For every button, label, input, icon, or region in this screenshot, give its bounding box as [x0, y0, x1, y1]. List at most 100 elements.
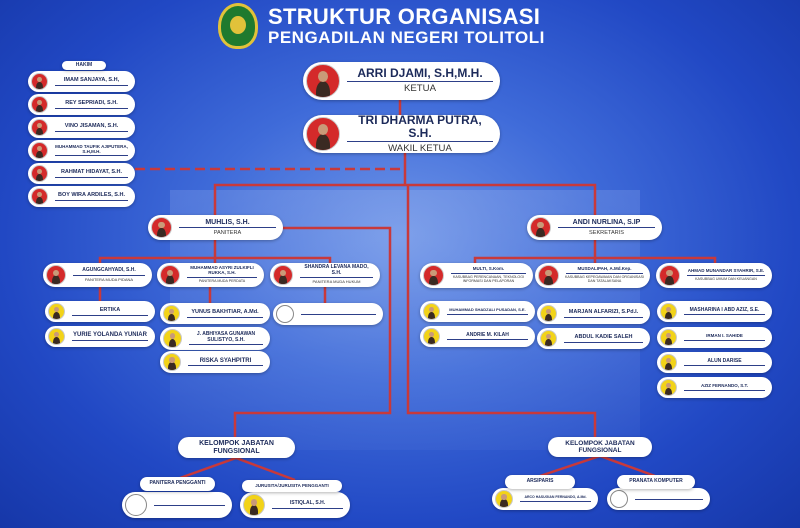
jurusita-card: ISTIQLAL, S.H.: [240, 492, 350, 518]
person-name: J. ABHIYASA GUNAWAN SULISTYO, S.H.: [189, 331, 263, 345]
hakim-card: VINO JISAMAN, S.H.: [28, 117, 135, 138]
position-title: KASUBBAG KEPEGAWAIAN DAN ORGANISASI DAN …: [564, 275, 644, 283]
panitera-pengganti-card: [122, 492, 232, 518]
person-name: ERTIKA: [72, 307, 148, 316]
person-name: BOY WIRA ARDILES, S.H.: [55, 192, 128, 201]
wakil-ketua-card: TRI DHARMA PUTRA, S.H.WAKIL KETUA: [303, 115, 500, 153]
person-photo-icon: [160, 265, 180, 285]
arsiparis-card: ARCO HASUGIAN FERNANDO, A.Md.: [492, 488, 598, 510]
position-title: KASUBBAG PERENCANAAN, TEKNOLOGI INFORMAS…: [452, 275, 525, 283]
person-name: VINO JISAMAN, S.H.: [55, 123, 128, 132]
pranata-komputer-card: [607, 488, 710, 510]
person-photo-icon: [306, 64, 340, 98]
hakim-card: RAHMAT HIDAYAT, S.H.: [28, 163, 135, 184]
person-photo-icon: [31, 96, 48, 113]
person-photo-icon: [48, 328, 65, 345]
person-photo-icon: [31, 142, 48, 159]
person-photo-icon: [660, 354, 677, 371]
hakim-card: IMAM SANJAYA, S.H,: [28, 71, 135, 92]
person-name: ISTIQLAL, S.H.: [272, 501, 343, 509]
person-name: MUHAMMAD SHADZALI PUSADAN, S.E.: [447, 307, 528, 315]
page-subtitle: PENGADILAN NEGERI TOLITOLI: [268, 28, 545, 47]
position-title: PANITERA: [213, 230, 242, 237]
person-photo-icon: [31, 119, 48, 136]
staff-card: YURIE YOLANDA YUNIAR: [45, 326, 155, 347]
person-name: ABDUL KADIE SALEH: [564, 334, 643, 343]
person-name: YUNUS BAKHTIAR, A.Md.: [187, 309, 263, 318]
person-photo-icon: [273, 265, 293, 285]
person-name: AZIZ FERNANDO, S.T.: [684, 383, 765, 391]
jabatan-fungsional-label-right: KELOMPOK JABATAN FUNGSIONAL: [548, 437, 652, 457]
staff-card: YUNUS BAKHTIAR, A.Md.: [160, 303, 270, 324]
person-name: RAHMAT HIDAYAT, S.H.: [55, 169, 128, 178]
vacant-card: [273, 303, 383, 325]
position-title: PANITERA MUDA PERDATA: [198, 278, 246, 283]
position-title: KASUBBAG UMUM DAN KEUANGAN: [695, 276, 757, 281]
hakim-card: REY SEPRIADI, S.H.: [28, 94, 135, 115]
panitera-muda-perdata-card: MUHAMMAD ASYRI ZULKIFLI RUKKA, S.H.PANIT…: [157, 263, 264, 287]
person-name: [635, 498, 703, 500]
kasubbag-umum-card: AHMAD MUNANDAR SYAHRIR, S.E.KASUBBAG UMU…: [656, 263, 772, 288]
staff-card: RISKA SYAHPITRI: [160, 351, 270, 373]
page-title: STRUKTUR ORGANISASI: [268, 4, 541, 29]
person-photo-icon: [540, 305, 557, 322]
person-photo-icon: [31, 188, 48, 205]
person-photo-icon: [660, 379, 677, 396]
staff-card: ERTIKA: [45, 301, 155, 322]
staff-card: ANDRIE M. KILAH: [420, 326, 535, 347]
person-photo-icon: [660, 329, 677, 346]
ketua-card: ARRI DJAMI, S.H,M.H.KETUA: [303, 62, 500, 100]
person-name: MUHAMMAD TAUFIK AJIPUTERA, S.H,M.H.: [55, 144, 128, 157]
hakim-card: BOY WIRA ARDILES, S.H.: [28, 186, 135, 207]
person-name: ARCO HASUGIAN FERNANDO, A.Md.: [520, 495, 591, 502]
staff-card: ALUN DARISE: [657, 352, 772, 373]
person-photo-icon: [163, 329, 182, 348]
person-name: SHANDRA LEVANA MADO, S.H.: [300, 265, 373, 279]
hakim-label: HAKIM: [62, 61, 106, 70]
person-name: MARJAN ALFARIZI, S.Pd.I.: [564, 309, 643, 318]
person-name: [154, 504, 225, 506]
person-photo-icon: [530, 217, 551, 238]
person-name: YURIE YOLANDA YUNIAR: [72, 332, 148, 341]
person-name: IRMAN I. SAHIDE: [684, 333, 765, 341]
panitera-muda-hukum-card: SHANDRA LEVANA MADO, S.H.PANITERA MUDA H…: [270, 263, 380, 287]
person-name: MUHLIS, S.H.: [179, 219, 276, 229]
kasubbag-kepegawaian-card: MUSDALIPAH, A.Md.Kep.KASUBBAG KEPEGAWAIA…: [535, 263, 650, 288]
staff-card: ABDUL KADIE SALEH: [537, 328, 650, 349]
person-photo-icon: [163, 353, 181, 371]
panitera-card: MUHLIS, S.H.PANITERA: [148, 215, 283, 240]
person-name: MASHARINA I ABD AZIZ, S.E.: [684, 307, 765, 316]
pranata-komputer-label: PRANATA KOMPUTER: [617, 475, 695, 489]
arsiparis-label: ARSIPARIS: [505, 475, 575, 489]
hakim-card: MUHAMMAD TAUFIK AJIPUTERA, S.H,M.H.: [28, 140, 135, 161]
position-title: SEKRETARIS: [588, 230, 625, 237]
position-title: KETUA: [404, 83, 436, 95]
jabatan-fungsional-label-left: KELOMPOK JABATAN FUNGSIONAL: [178, 437, 295, 458]
person-photo-icon: [243, 494, 265, 516]
position-title: WAKIL KETUA: [388, 142, 452, 153]
position-title: PANITERA MUDA PIDANA: [84, 276, 134, 282]
person-photo-icon: [423, 303, 440, 320]
empty-photo-icon: [125, 494, 147, 516]
person-name: IMAM SANJAYA, S.H,: [55, 77, 128, 86]
staff-card: IRMAN I. SAHIDE: [657, 327, 772, 348]
empty-photo-icon: [276, 305, 294, 323]
position-title: PANITERA MUDA HUKUM: [312, 279, 361, 285]
court-logo: [218, 3, 258, 49]
person-name: RISKA SYAHPITRI: [188, 358, 263, 367]
person-photo-icon: [495, 490, 513, 508]
person-name: MUHAMMAD ASYRI ZULKIFLI RUKKA, S.H.: [187, 265, 257, 278]
person-name: AHMAD MUNANDAR SYAHRIR, S.E.: [687, 268, 765, 276]
staff-card: MASHARINA I ABD AZIZ, S.E.: [657, 301, 772, 322]
panitera-pengganti-label: PANITERA PENGGANTI: [140, 477, 215, 491]
kasubbag-ptip-card: MULTI, S.Kom.KASUBBAG PERENCANAAN, TEKNO…: [420, 263, 533, 288]
staff-card: J. ABHIYASA GUNAWAN SULISTYO, S.H.: [160, 327, 270, 350]
person-photo-icon: [31, 73, 48, 90]
person-photo-icon: [659, 265, 680, 286]
person-photo-icon: [151, 217, 172, 238]
person-name: ANDI NURLINA, S.IP: [558, 219, 655, 229]
person-photo-icon: [660, 303, 677, 320]
jurusita-label: JURUSITA/JURUSITA PENGGANTI: [242, 480, 342, 492]
person-photo-icon: [423, 328, 440, 345]
person-photo-icon: [540, 330, 557, 347]
